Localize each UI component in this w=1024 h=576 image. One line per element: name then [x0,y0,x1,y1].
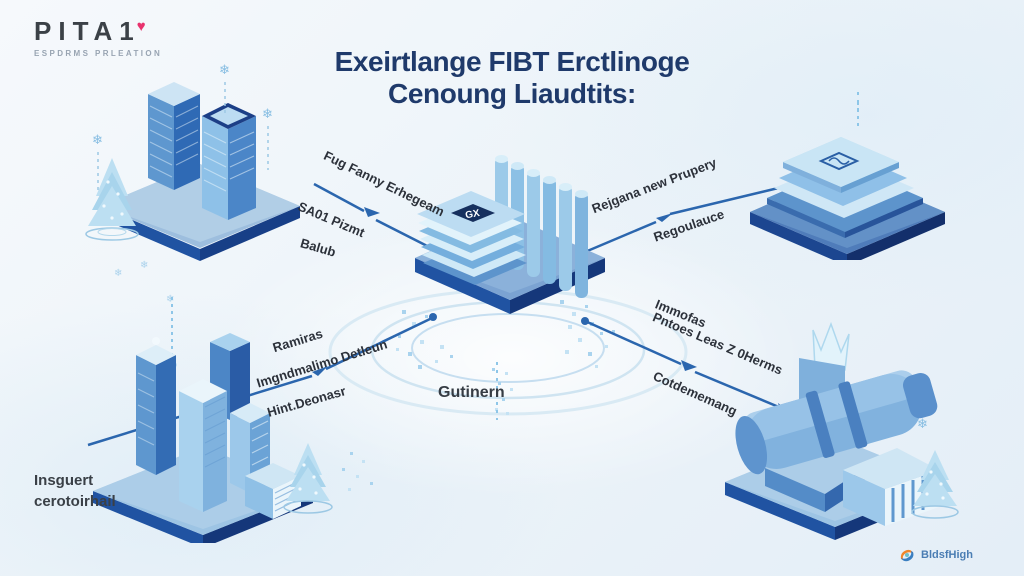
flow-arrows [87,182,796,447]
frosty-tree [283,443,333,514]
title-line1: Exeirtlange FIBT Erctlinoge [334,46,690,77]
seal-emblem-icon [818,151,860,171]
bottom-left-caption: Insguert cerotoirhail [34,470,116,512]
illustration-stack-top-right [750,102,945,260]
brand-tagline: ESPDRMS PRLEATION [34,49,163,58]
platform [100,164,300,261]
arrow-top-right [584,182,796,254]
svg-text:❄: ❄ [262,106,273,121]
building-mid-right [230,403,270,493]
building-tall-left [136,337,176,475]
bottom-left-caption-line2: cerotoirhail [34,493,116,510]
svg-text:❄: ❄ [219,62,230,77]
svg-text:❄: ❄ [140,260,148,271]
footer-brand-name: BldsfHigh [921,549,973,561]
chip-label: GX [464,208,480,221]
swirl-logo-icon [900,549,914,562]
illustration-machine-bottom-right: ❄ [725,321,959,540]
bottom-left-caption-line1: Insguert [34,472,94,489]
svg-text:❄: ❄ [114,268,122,279]
frosty-tree [911,450,959,519]
heart-icon: ♥ [136,18,146,35]
building-tall-center [179,379,227,512]
snowflake-cluster: ❄ ❄ ❄ [114,260,174,305]
brand-logo: PITA1♥ ESPDRMS PRLEATION [34,18,162,58]
chip-plate [451,204,495,222]
illustration-towers-top-left: ❄ ❄ ❄ [85,62,300,261]
title-line2: Cenoung Liaudtits: [388,78,636,110]
svg-text:❄: ❄ [166,294,174,305]
footer-brand: BldsfHigh [898,546,973,564]
brand-name: PITA1 [34,16,141,46]
snowflake-icons: ❄ ❄ ❄ [92,62,273,194]
card-stack: GX [417,191,527,285]
tower-right [202,103,256,220]
page-title: Exeirtlange FIBT Erctlinoge Cenoung Liau… [262,46,762,110]
tower-left [148,82,200,190]
snowflake-icon: ❄ [917,416,928,431]
machine-body [735,370,938,475]
frosty-tree [85,158,139,241]
illustration-center-hub: GX [415,155,605,314]
center-caption: Gutinern [438,384,505,401]
illustration-city-bottom-left [93,297,333,543]
svg-text:❄: ❄ [92,132,103,147]
